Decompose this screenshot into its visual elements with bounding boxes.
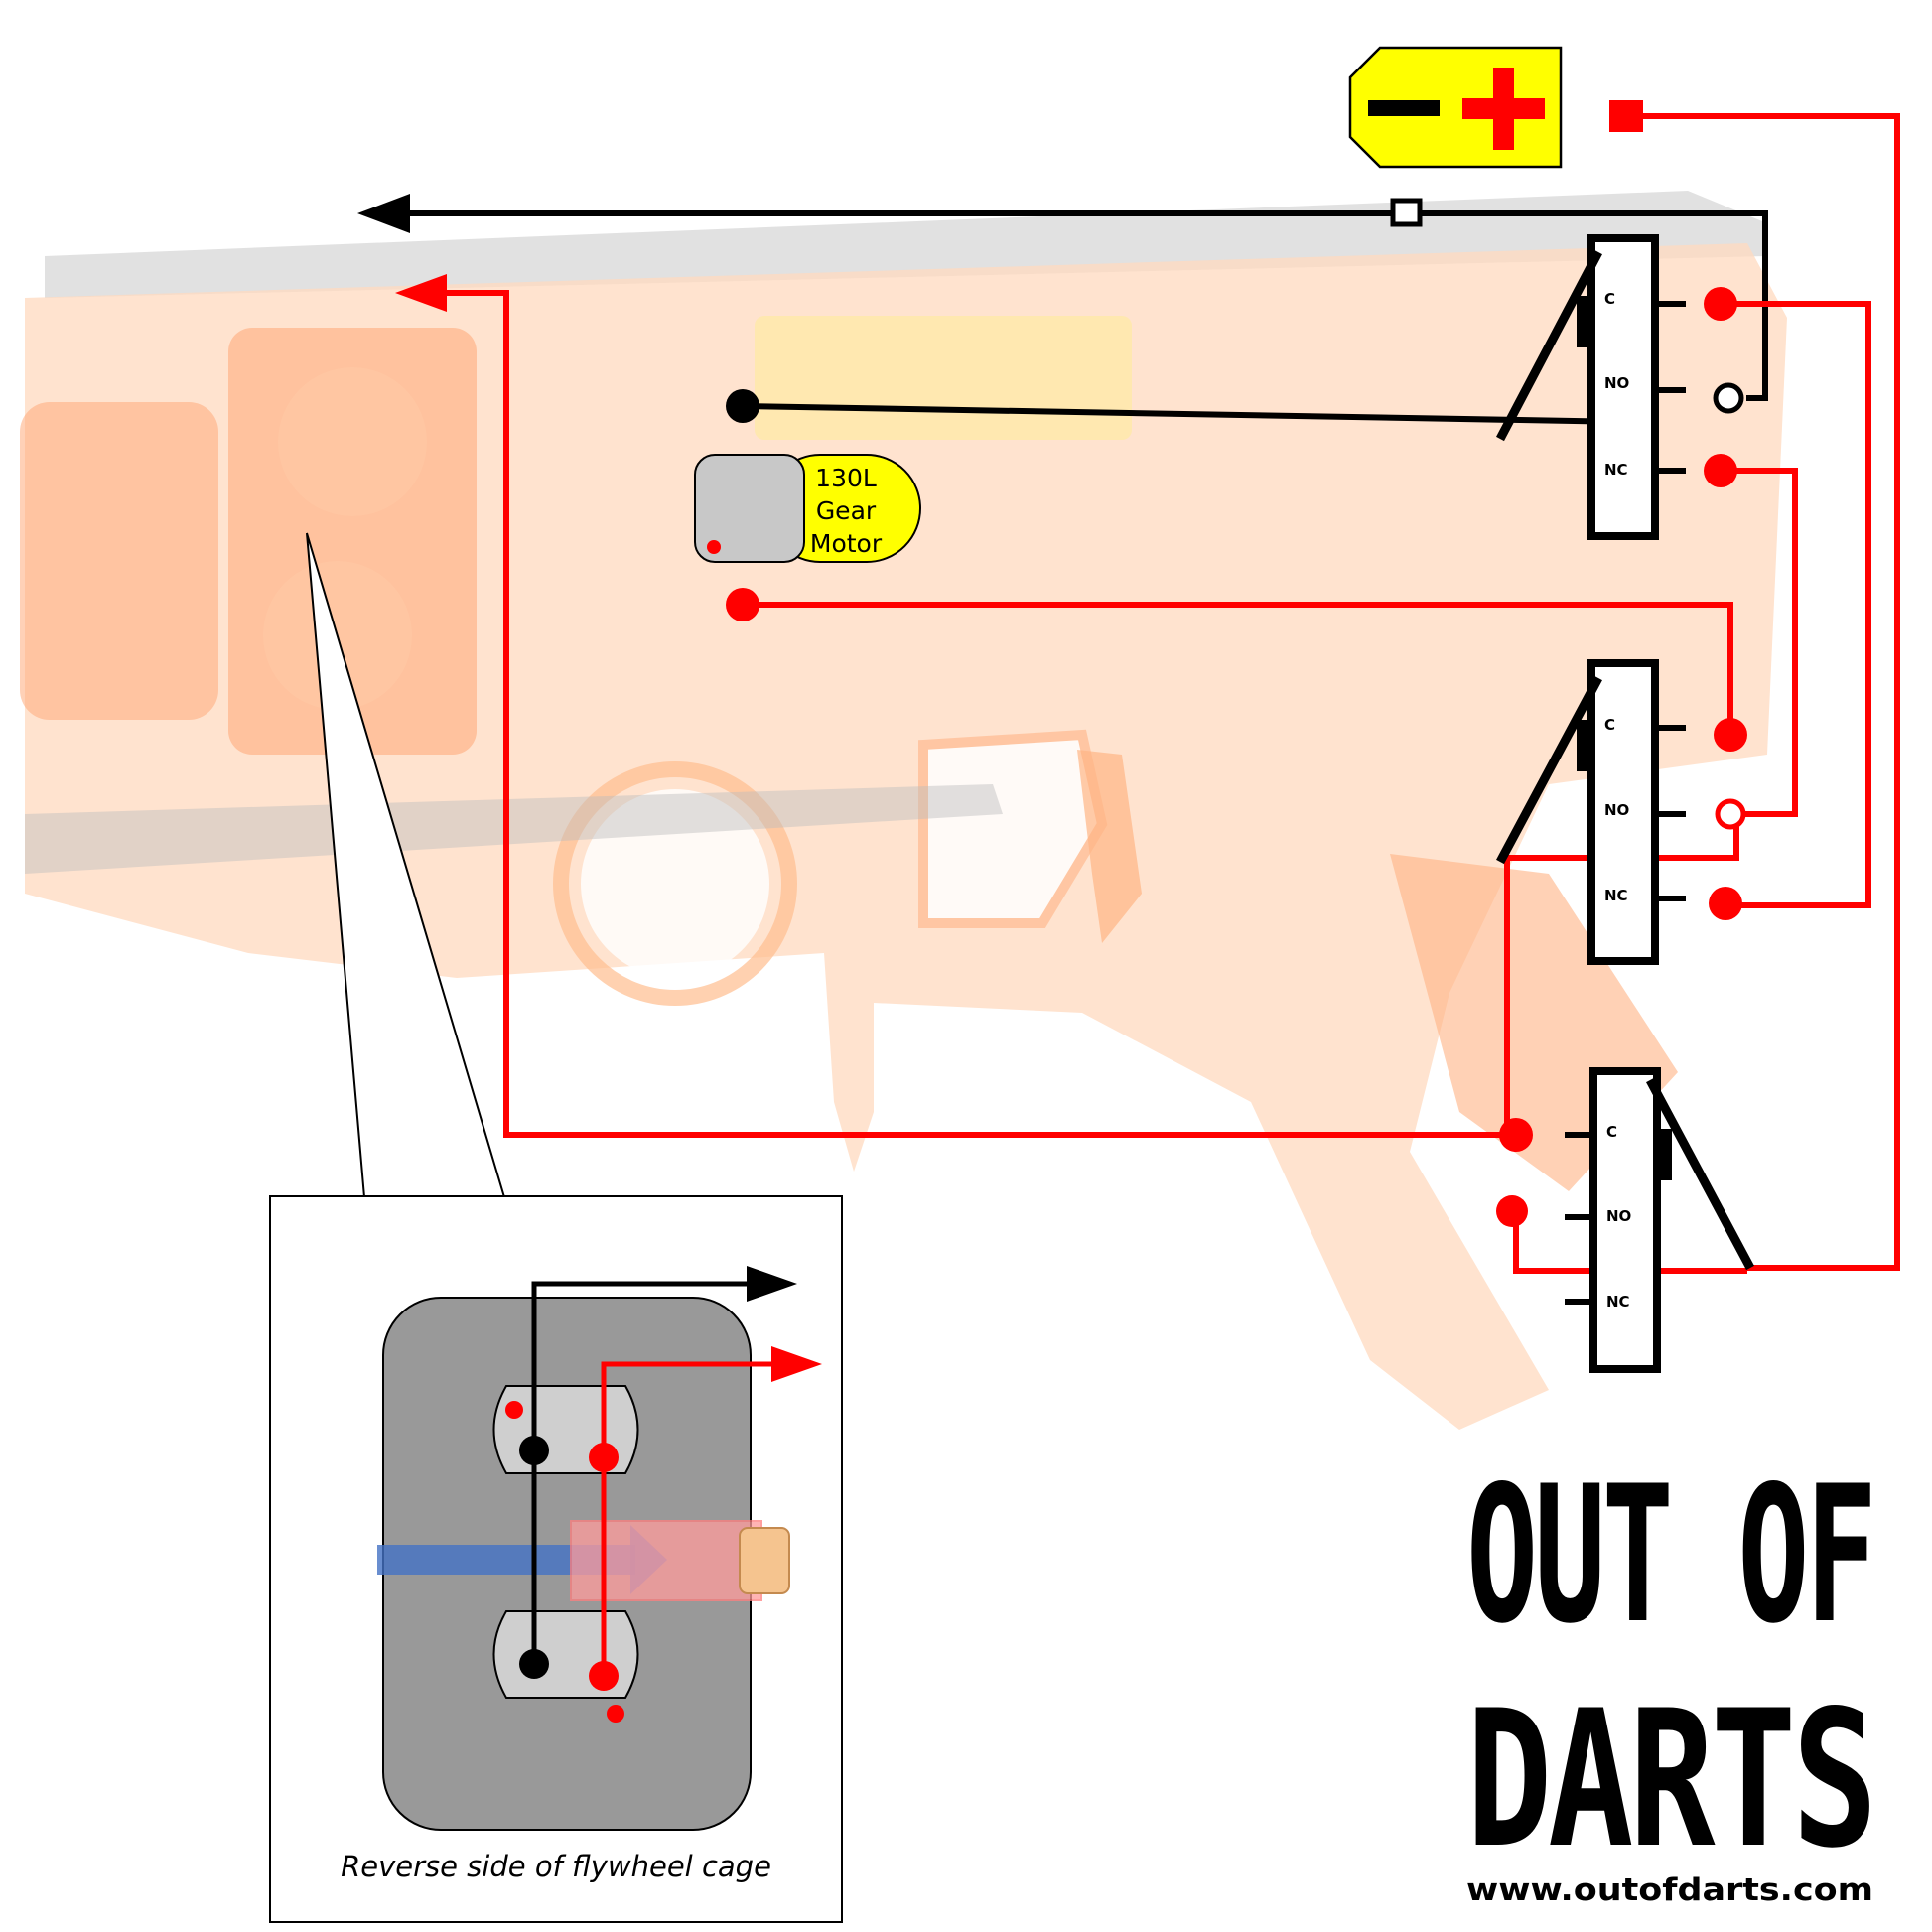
switch-top-label-no: NO [1604,374,1629,392]
inset-caption: Reverse side of flywheel cage [341,1850,771,1883]
inset-motor-bottom [492,1610,639,1699]
inset-dart-tip [739,1527,790,1594]
gear-motor-can [694,454,805,563]
inset-positive-arrowhead [771,1346,822,1382]
logo-url: www.outofdarts.com [1466,1872,1873,1908]
negative-wire-fuse-box [1390,198,1423,227]
magwell-ring [553,761,797,1006]
positive-wire-top-c-to-middle-nc [1723,301,1871,908]
switch-bottom-c-solder [1499,1118,1533,1152]
gear-motor-negative-terminal [726,389,759,423]
inset-motor-bottom-marker [607,1705,624,1723]
logo-line-1: OUT OF [1466,1446,1873,1665]
switch-bottom-label-c: C [1606,1123,1617,1141]
inset-dart-body [570,1520,762,1601]
flywheel-cage-inset: Reverse side of flywheel cage [269,532,843,1923]
gear-motor-label-line3: Motor [810,529,883,558]
wires [357,100,1900,1274]
flywheel-top [278,367,427,516]
gear-motor-body [755,316,1132,440]
positive-wire-battery [1638,113,1900,1271]
switch-bottom-label-nc: NC [1606,1293,1630,1311]
gear-motor-label-line2: Gear [816,496,877,525]
switch-bottom-button [1654,1129,1672,1180]
inset-negative-arrowhead [747,1266,797,1302]
switch-top-button [1577,296,1594,347]
battery-positive-symbol-vertical [1493,68,1514,150]
trigger-guard [918,729,1108,928]
switch-middle-button [1577,720,1594,771]
switch-top-body [1587,234,1659,540]
inset-motor-top-marker [505,1401,523,1419]
blaster-barrel-shroud [20,402,218,720]
switch-top-lever [1496,249,1602,442]
inset-positive-wire [601,1361,784,1676]
trigger [1077,750,1142,943]
gear-motor-positive-terminal [726,588,759,621]
positive-wire-motor-to-middle-c [743,602,1733,735]
gear-motor-label-line1: 130L [815,464,877,492]
inset-positive-terminal-top [589,1443,619,1472]
logo-line-2: DARTS [1466,1670,1873,1889]
switch-middle-label-c: C [1604,716,1615,734]
switch-bottom-no-solder [1496,1195,1528,1227]
gear-motor-terminal-small [707,540,721,554]
switch-top-nc-solder [1704,454,1737,487]
positive-wire-bottom-no-loop [1513,1214,1747,1274]
negative-wire-arrowhead [357,194,410,233]
negative-wire-motor-to-switch [742,403,1629,425]
switch-bottom-label-no: NO [1606,1207,1631,1225]
inset-positive-terminal-bottom [589,1661,619,1691]
switch-middle: C NO NC [1496,659,1747,965]
switch-middle-no-solder [1715,798,1746,830]
switch-top: C NO NC [1496,234,1744,540]
switch-bottom: C NO NC [1496,1067,1754,1373]
magwell-hole [581,789,769,978]
switch-top-c-solder [1704,287,1737,321]
inset-negative-terminal-bottom [519,1649,549,1679]
blaster-top-rail [45,191,1767,298]
battery-positive-terminal [1609,100,1643,132]
switch-middle-label-no: NO [1604,801,1629,819]
inset-negative-terminal-top [519,1436,549,1465]
switch-middle-c-solder [1714,718,1747,752]
out-of-darts-logo: OUT OF DARTS www.outofdarts.com [1466,1446,1879,1908]
switch-bottom-lever [1646,1077,1754,1271]
positive-wire-to-flywheel [437,290,1519,1138]
positive-wire-top-nc-to-middle-no [1723,468,1798,817]
switch-top-label-c: C [1604,290,1615,308]
inset-negative-wire [531,1281,759,1664]
gear-motor: 130L Gear Motor [694,389,921,621]
switch-top-no-solder [1713,382,1744,414]
battery-negative-symbol [1368,100,1440,116]
switch-middle-nc-solder [1709,887,1742,920]
positive-wire-arrowhead [395,274,447,312]
lower-rail [25,784,1003,874]
switch-top-label-nc: NC [1604,461,1628,479]
battery-connector [1348,46,1563,169]
switch-middle-lever [1496,675,1602,865]
switch-middle-label-nc: NC [1604,887,1628,904]
